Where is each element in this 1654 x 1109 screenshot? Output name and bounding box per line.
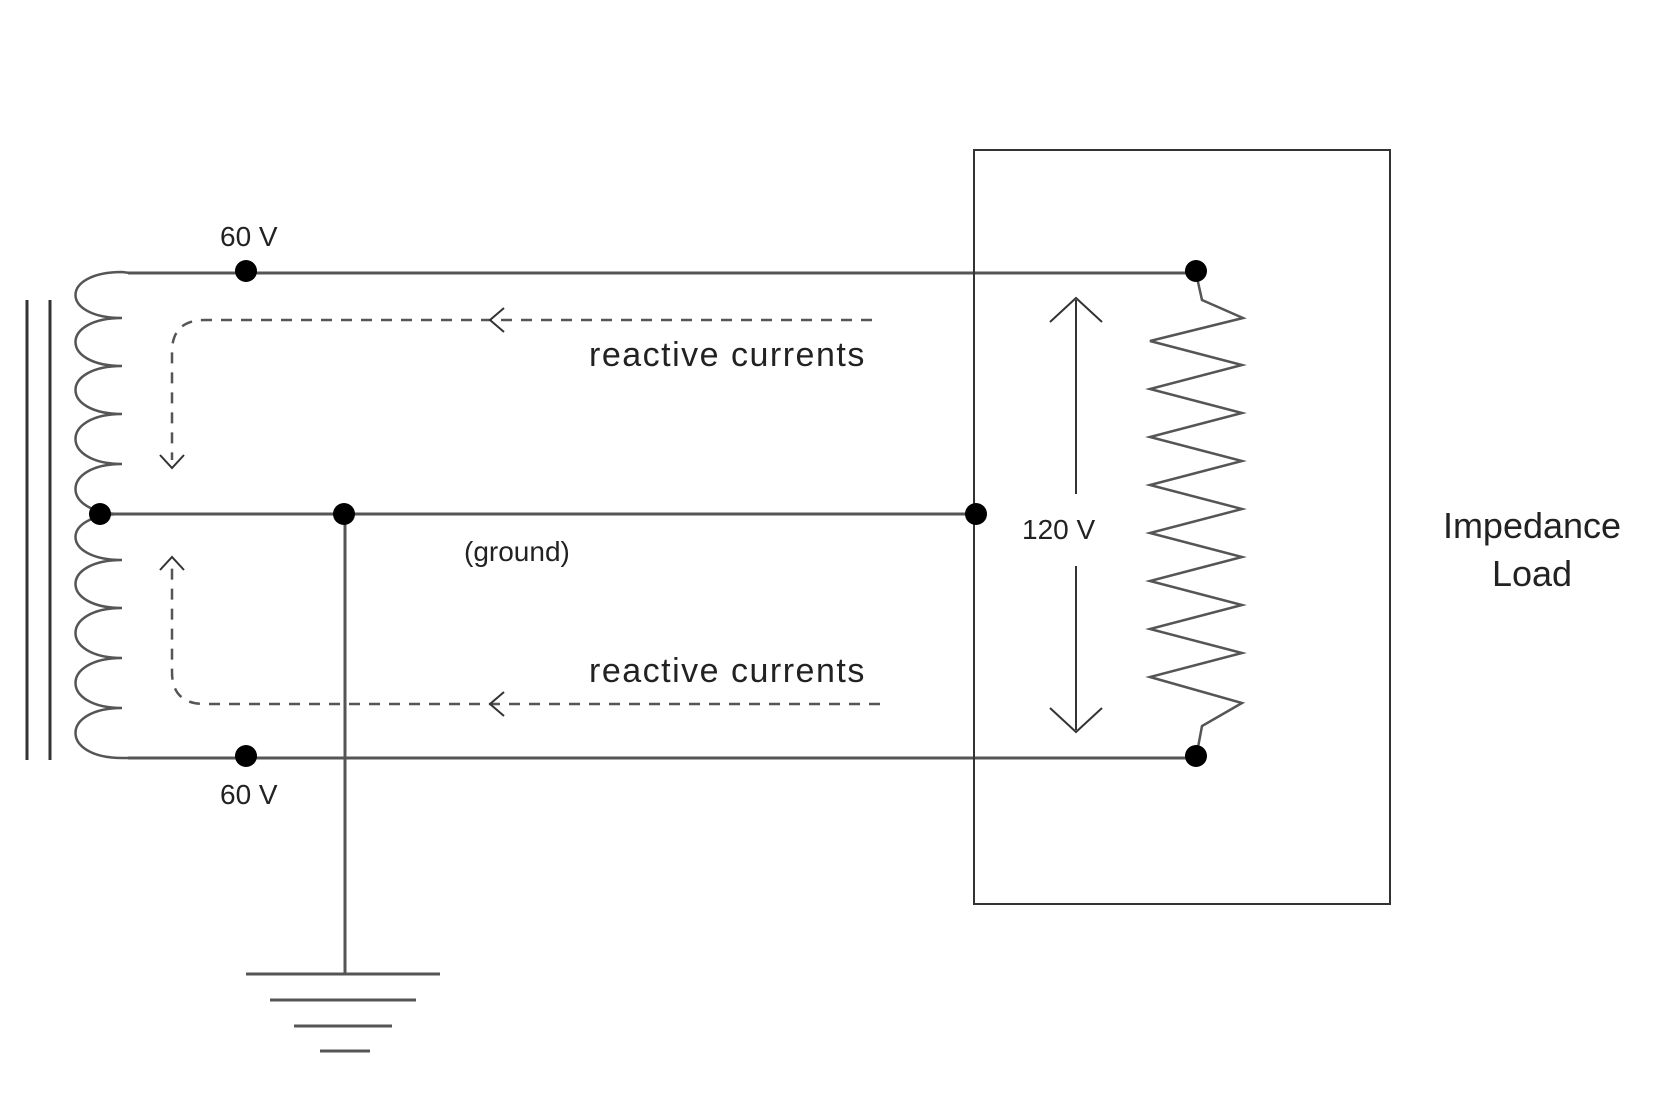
arrowhead-down-icon <box>159 454 185 470</box>
reactive-currents-bottom-label: reactive currents <box>589 652 866 690</box>
voltage-arrow <box>1049 296 1103 734</box>
node-ground-junction <box>333 503 355 525</box>
node-top-tap <box>235 260 257 282</box>
transformer-winding-lower <box>74 512 130 760</box>
ground-label: (ground) <box>464 536 570 567</box>
arrowhead-left-icon <box>488 691 505 717</box>
load-title-line2: Load <box>1492 553 1572 594</box>
reactive-current-top <box>159 307 872 470</box>
node-load-neutral <box>965 503 987 525</box>
node-load-top <box>1185 260 1207 282</box>
reactive-current-bottom <box>159 555 880 717</box>
resistor-zigzag <box>1145 272 1247 759</box>
node-center-tap <box>89 503 111 525</box>
node-load-bottom <box>1185 745 1207 767</box>
transformer-winding-upper <box>74 270 131 516</box>
load-voltage-label: 120 V <box>1022 514 1095 545</box>
arrowhead-up-icon <box>159 555 185 571</box>
load-box <box>973 149 1391 905</box>
top-voltage-label: 60 V <box>220 221 278 252</box>
arrowhead-left-icon <box>488 307 505 333</box>
bottom-voltage-label: 60 V <box>220 779 278 810</box>
node-bottom-tap <box>235 745 257 767</box>
ground-symbol <box>246 972 440 1053</box>
load-title-line1: Impedance <box>1443 505 1621 546</box>
reactive-currents-top-label: reactive currents <box>589 336 866 374</box>
transformer-core <box>25 300 52 760</box>
